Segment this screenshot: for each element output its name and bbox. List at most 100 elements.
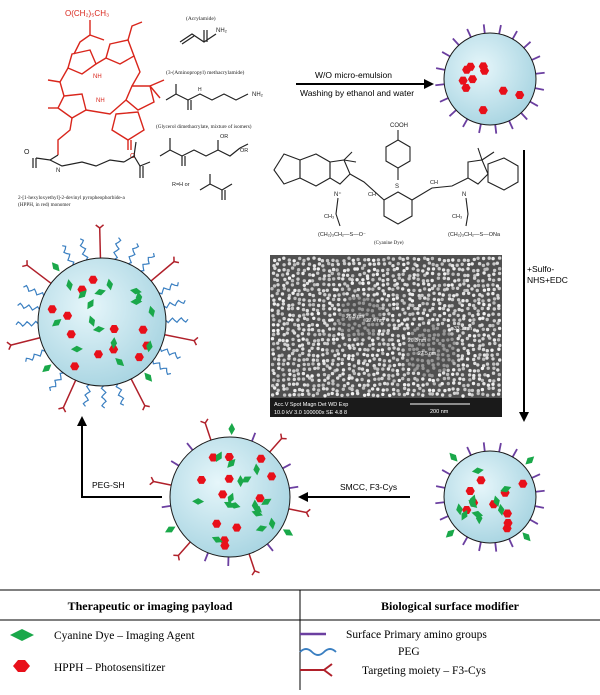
nanoparticle-stage-1	[435, 24, 544, 133]
amino-group	[440, 516, 448, 520]
legend-cyanine: Cyanine Dye – Imaging Agent	[10, 629, 195, 642]
apma-title: (3-(Aminopropyl) methacrylamide)	[166, 69, 245, 76]
gdm-structure: (Glycerol dimethacrylate, mixture of iso…	[156, 123, 252, 200]
peg-chain	[26, 350, 45, 362]
amino-group	[484, 442, 485, 451]
step-sulfo-label-1: +Sulfo-	[527, 264, 554, 274]
legend-peg: PEG	[300, 646, 420, 658]
step-washing-label: Washing by ethanol and water	[300, 88, 414, 98]
amino-group	[532, 56, 540, 60]
cyanine-label: (Cyanine Dye)	[374, 241, 404, 246]
peg-chain	[50, 373, 64, 391]
targeting-moiety	[151, 262, 174, 281]
targeting-moiety	[165, 335, 194, 341]
hpph-substituent-label: O(CH₂)₅CH₃	[65, 9, 109, 18]
cyanine-dye-structure: COOH S N⁺ CH₃ CH (CH₂)₃CH₂—S—O⁻ CH N CH₃…	[274, 123, 518, 238]
svg-text:N⁺: N⁺	[334, 191, 342, 198]
svg-text:26.3 nm: 26.3 nm	[408, 338, 426, 344]
svg-text:HPPH – Photosensitizer: HPPH – Photosensitizer	[54, 662, 165, 674]
svg-text:26.5 nm: 26.5 nm	[346, 314, 364, 320]
peg-chain	[159, 282, 178, 294]
svg-text:OR: OR	[220, 134, 228, 140]
amino-group	[449, 110, 456, 116]
nanoparticle-stage-3	[150, 419, 311, 575]
svg-text:R=H or: R=H or	[172, 182, 190, 188]
acrylamide-title: (Acrylamide)	[186, 15, 216, 22]
targeting-moiety	[63, 380, 75, 407]
hpph-caption-1: 2-[1-hexyloxyethyl]-2-devinyl pyropheoph…	[18, 195, 125, 201]
legend-hpph: HPPH – Photosensitizer	[13, 660, 165, 674]
svg-text:N: N	[56, 168, 60, 174]
amino-group	[463, 537, 467, 545]
amino-group	[436, 486, 445, 488]
apma-structure: (3-(Aminopropyl) methacrylamide) NH₂ H	[166, 69, 264, 110]
sem-scale-label: 200 nm	[430, 409, 449, 415]
amino-group	[442, 470, 450, 474]
peg-chain	[114, 238, 121, 260]
sem-info-values: 10.0 kV 3.0 100000x SE 4.8 8	[274, 410, 347, 416]
amino-group	[532, 474, 540, 478]
peg-chain	[166, 318, 188, 323]
peg-chain	[83, 385, 90, 407]
amino-group	[499, 443, 501, 452]
amino-group	[484, 24, 485, 33]
step-pegsh-label: PEG-SH	[92, 480, 125, 490]
amino-group	[530, 102, 538, 106]
amino-group	[435, 502, 444, 503]
hpph-nh-label-2: NH	[96, 98, 105, 104]
amino-group	[171, 461, 179, 466]
legend-left-title: Therapeutic or imaging payload	[68, 599, 233, 613]
peg-chain	[153, 361, 171, 375]
targeting-moiety	[205, 423, 211, 440]
amino-group	[513, 31, 517, 39]
cyanine-dye-molecule	[444, 527, 457, 540]
amino-group	[479, 124, 481, 133]
amino-group	[440, 98, 448, 102]
amino-group	[524, 42, 531, 48]
peg-chain	[128, 243, 138, 263]
targeting-moiety	[27, 265, 51, 283]
step-sulfo-label-2: NHS+EDC	[527, 275, 568, 285]
amino-group	[453, 38, 459, 45]
cyanine-dye-molecule	[281, 527, 295, 539]
amino-group	[463, 119, 467, 127]
amino-group	[187, 443, 193, 450]
amino-group	[283, 464, 291, 468]
svg-text:CH: CH	[430, 180, 438, 186]
cyanine-dye-molecule	[520, 530, 533, 543]
particle-core	[444, 451, 536, 543]
cyanine-dye-molecule	[40, 362, 53, 375]
amino-group	[479, 542, 481, 551]
step-emulsion-label: W/O micro-emulsion	[315, 70, 392, 80]
cyanine-dye-molecule	[49, 260, 62, 273]
acrylamide-structure: (Acrylamide) NH₂	[180, 15, 228, 44]
sem-info-header: Acc.V Spot Magn Det WD Exp	[274, 402, 348, 408]
step-smcc-label: SMCC, F3-Cys	[340, 482, 397, 492]
peg-chain	[164, 300, 185, 308]
cyanine-dye-molecule	[163, 524, 177, 536]
cyanine-dye-molecule	[447, 451, 460, 464]
amino-group	[435, 84, 444, 85]
targeting-moiety	[178, 542, 190, 555]
peg-chain	[160, 348, 180, 358]
svg-text:27.4 nm: 27.4 nm	[366, 318, 384, 324]
peg-chain	[116, 384, 124, 405]
targeting-moiety	[289, 509, 307, 513]
amino-group	[509, 539, 513, 547]
targeting-moiety-icon	[300, 664, 332, 676]
hpph-caption-2: (HPPH, in red) monomer	[18, 201, 71, 208]
targeting-moiety	[100, 228, 101, 258]
peg-chain	[18, 303, 40, 310]
svg-text:Cyanine Dye – Imaging Agent: Cyanine Dye – Imaging Agent	[54, 630, 195, 642]
amino-group	[499, 25, 501, 34]
hpph-hexagon-icon	[13, 660, 30, 672]
amino-group	[442, 52, 450, 56]
svg-text:CH: CH	[368, 192, 376, 198]
amino-group	[495, 125, 496, 134]
amino-group	[513, 449, 517, 457]
svg-text:H: H	[198, 87, 202, 93]
gdm-title: (Glycerol dimethacrylate, mixture of iso…	[156, 123, 252, 130]
amino-group	[252, 433, 255, 441]
